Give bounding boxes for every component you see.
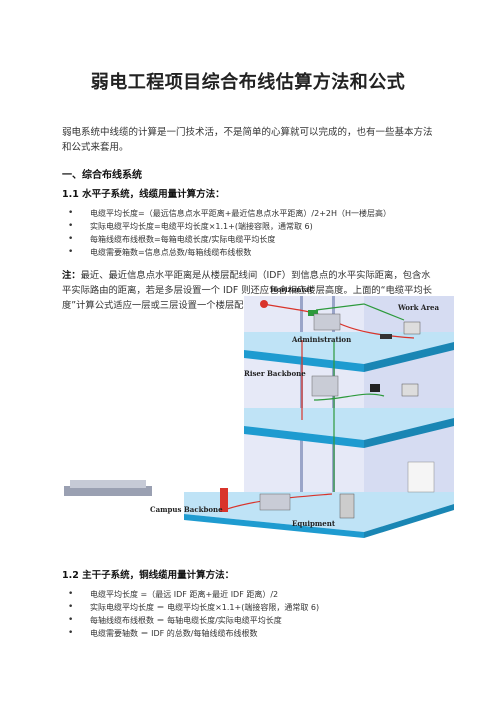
horizontal-cable-green bbox=[315, 303, 405, 321]
cable-entrance-icon bbox=[220, 488, 228, 512]
section-heading-cabling: 一、综合布线系统 bbox=[62, 170, 142, 181]
subsection-heading-horizontal: 1.1 水平子系统，线缆用量计算方法： bbox=[62, 189, 225, 200]
floor-slab-ground-edge bbox=[184, 514, 364, 538]
subsection-heading-backbone: 1.2 主干子系统，铜线缆用量计算方法： bbox=[62, 570, 235, 581]
intro-paragraph: 弱电系统中线缆的计算是一门技术活，不是简单的心算就可以完成的，也有一些基本方法和… bbox=[62, 127, 433, 153]
campus-building-roof bbox=[70, 480, 146, 488]
patch-panel-icon bbox=[311, 375, 339, 397]
horizontal-formula-list: 电缆平均长度=（最远信息点水平距离+最近信息点水平距离）/2+2H（H一楼层高）… bbox=[62, 207, 442, 259]
list-item: 电缆需要轴数 ＝ IDF 的总数/每轴线缆布线根数 bbox=[62, 627, 442, 640]
list-item: 电缆需要箱数=信息点总数/每箱线缆布线根数 bbox=[62, 246, 442, 259]
equipment-rack-icon bbox=[259, 493, 291, 511]
floor-slab-middle bbox=[244, 408, 454, 440]
server-icon bbox=[339, 493, 355, 519]
floor-slab-top bbox=[244, 332, 454, 364]
floor-slab-middle-edge-right bbox=[364, 418, 454, 448]
list-item: 实际电缆平均长度=电缆平均长度×1.1+(端接容限，通常取 6) bbox=[62, 220, 442, 233]
label-work-area: Work Area bbox=[397, 303, 440, 312]
outlet-icon bbox=[308, 310, 318, 316]
note-text: 最近、最近信息点水平距离是从楼层配线间（IDF）到信息点的水平实际距离，包含水平… bbox=[62, 270, 432, 311]
note-paragraph: 注：最近、最近信息点水平距离是从楼层配线间（IDF）到信息点的水平实际距离，包含… bbox=[62, 268, 434, 313]
label-equipment: Equipment bbox=[292, 519, 336, 528]
list-item: 每轴线缆布线根数 ＝ 每轴电缆长度/实际电缆平均长度 bbox=[62, 614, 442, 627]
list-item: 每箱线缆布线根数=每箱电缆长度/实际电缆平均长度 bbox=[62, 233, 442, 246]
backbone-formula-list: 电缆平均长度 =（最远 IDF 距离+最近 IDF 距离）/2 实际电缆平均长度… bbox=[62, 588, 442, 640]
cabling-system-diagram: Horizontal Work Area Administration Rise… bbox=[64, 285, 454, 538]
label-campus-backbone: Campus Backbone bbox=[150, 505, 223, 514]
list-item: 电缆平均长度 =（最远 IDF 距离+最近 IDF 距离）/2 bbox=[62, 588, 442, 601]
phone-icon bbox=[370, 384, 380, 392]
note-label: 注： bbox=[62, 270, 81, 281]
computer-icon bbox=[401, 383, 419, 397]
floor-cable bbox=[313, 393, 385, 401]
phone-icon bbox=[380, 334, 392, 339]
label-riser-backbone: Riser Backbone bbox=[244, 369, 306, 378]
list-item: 电缆平均长度=（最远信息点水平距离+最近信息点水平距离）/2+2H（H一楼层高） bbox=[62, 207, 442, 220]
label-administration: Administration bbox=[291, 335, 351, 344]
computer-icon bbox=[403, 321, 421, 335]
floor-slab-ground-edge-right bbox=[364, 504, 454, 538]
wall-cabinet-icon bbox=[407, 461, 435, 493]
list-item: 实际电缆平均长度 ＝ 电缆平均长度×1.1+(端接容限，通常取 6) bbox=[62, 601, 442, 614]
label-horizontal: Horizontal bbox=[270, 285, 312, 294]
campus-building-icon bbox=[64, 486, 152, 496]
page-title: 弱电工程项目综合布线估算方法和公式 bbox=[90, 72, 406, 93]
floor-slab-ground bbox=[184, 492, 454, 532]
ceiling-lamp-icon bbox=[260, 300, 268, 308]
patch-panel-icon bbox=[313, 313, 341, 331]
floor-slab-top-edge-right bbox=[364, 342, 454, 372]
